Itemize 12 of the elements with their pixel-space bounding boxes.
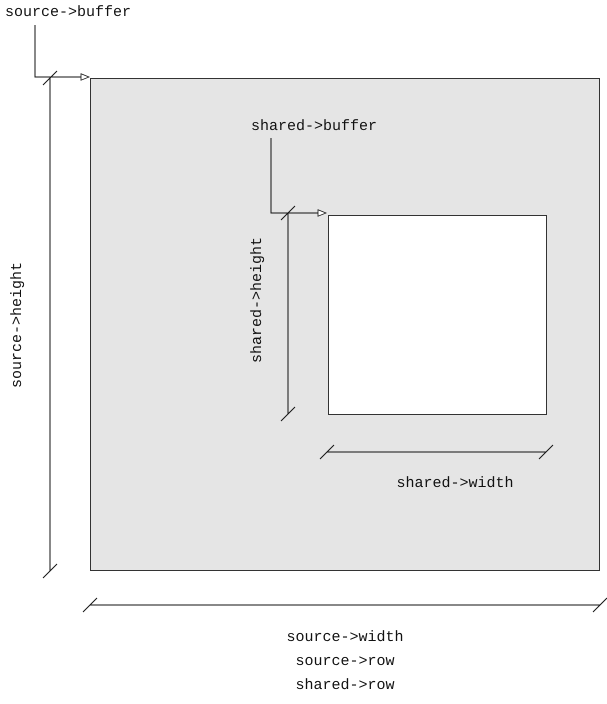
dimension-label: shared->width: [396, 475, 514, 493]
dimension-label: source->width: [286, 629, 404, 647]
pointer-label: source->buffer: [5, 4, 145, 24]
dimension-label: shared->height: [249, 236, 268, 364]
dimension-label: source->height: [9, 262, 28, 388]
leader-line: [270, 138, 326, 217]
buffer-area: [328, 215, 547, 415]
pointer-label: shared->buffer: [251, 118, 386, 138]
leader-line: [34, 24, 90, 81]
dimension-label: source->row: [296, 653, 395, 671]
buffer-area: [90, 78, 600, 571]
dimension-label: shared->row: [296, 677, 395, 695]
